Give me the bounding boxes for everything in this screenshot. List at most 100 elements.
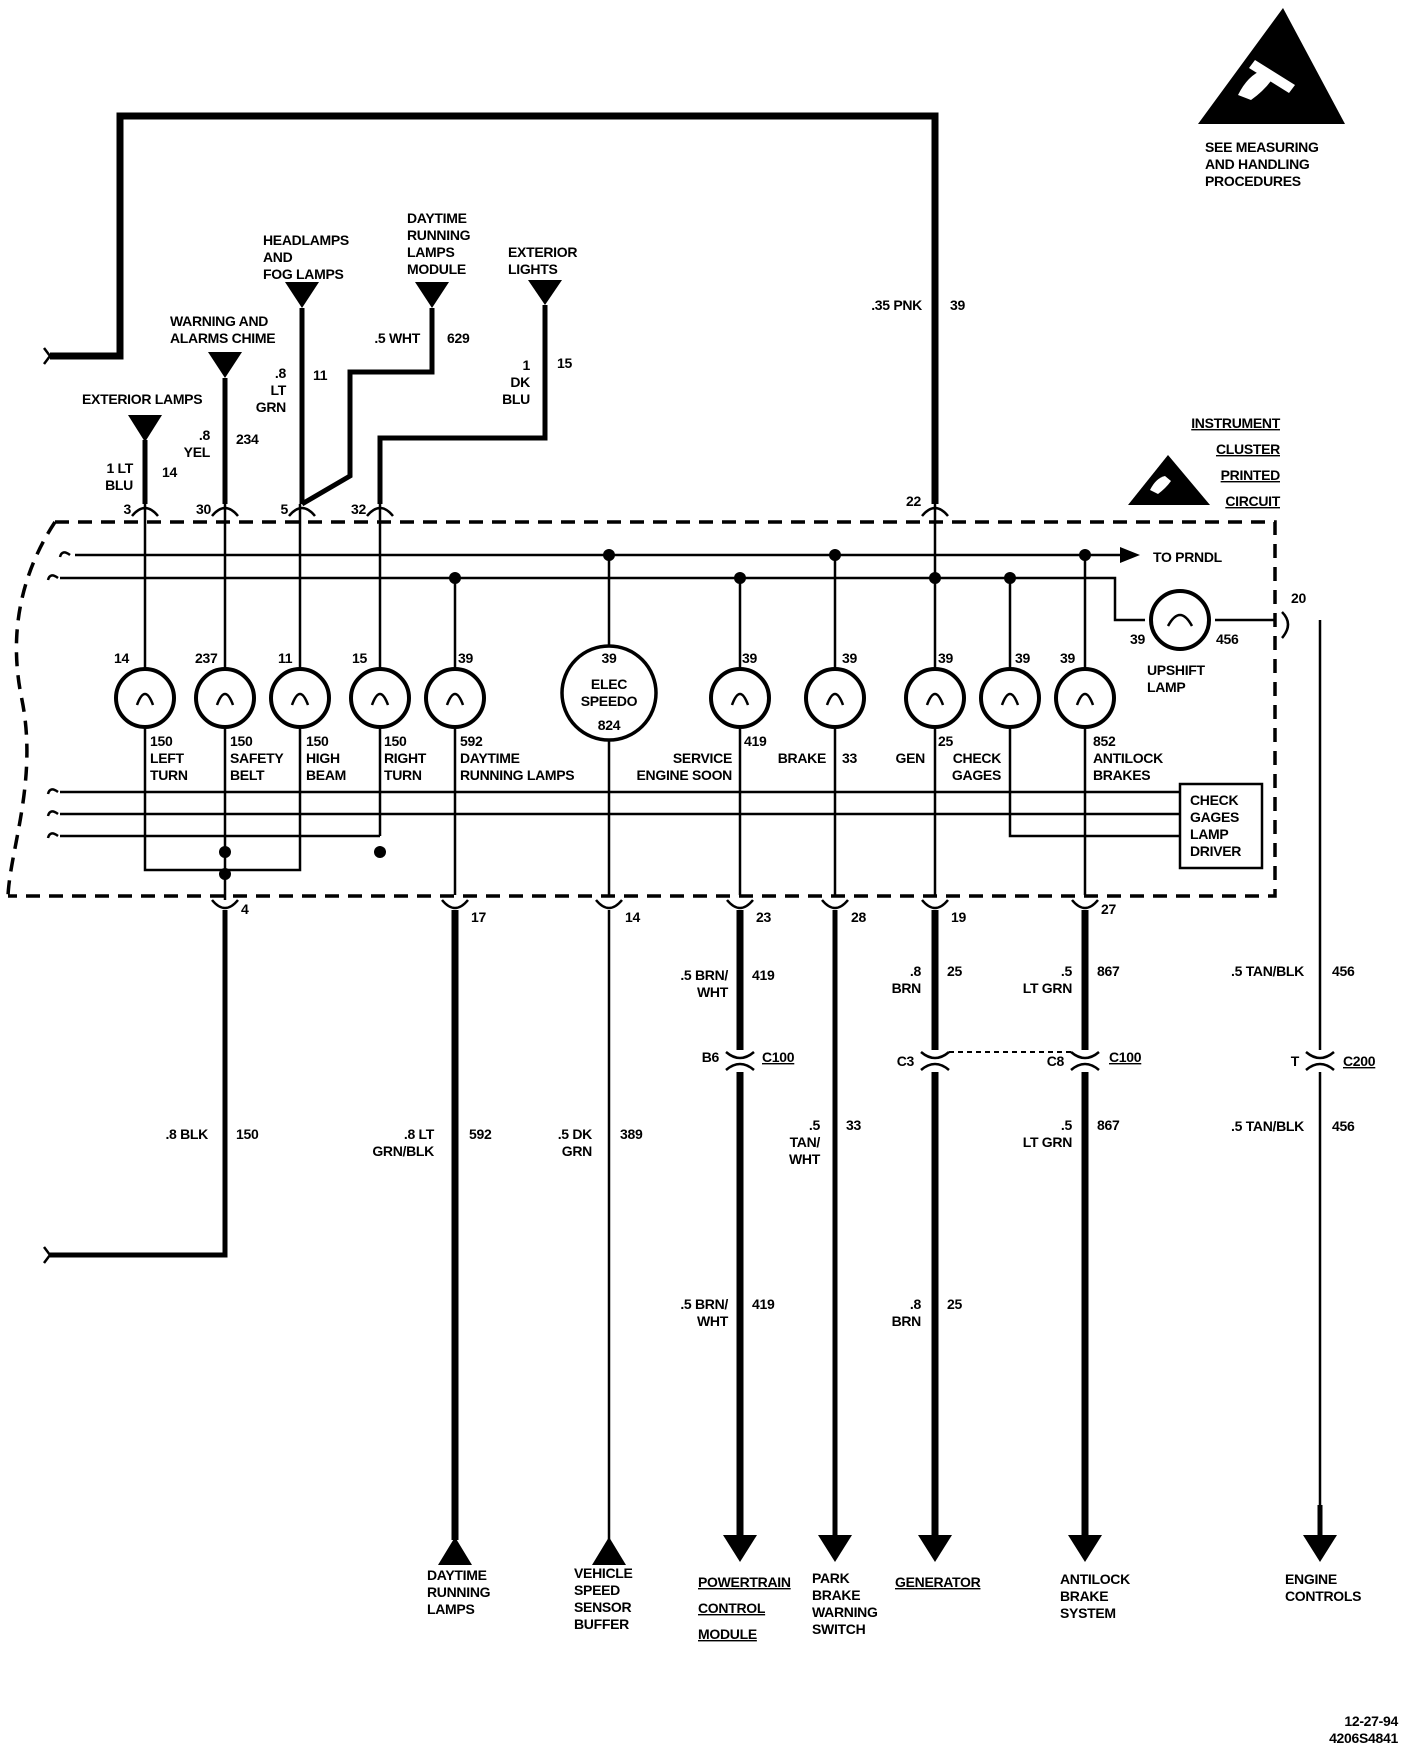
svg-text:BRN: BRN bbox=[892, 980, 922, 996]
source-headlamps-2: AND bbox=[263, 249, 293, 265]
svg-text:.5: .5 bbox=[1061, 1117, 1073, 1133]
svg-text:BLU: BLU bbox=[502, 391, 530, 407]
svg-text:C8: C8 bbox=[1047, 1053, 1065, 1069]
wire-15 bbox=[377, 305, 548, 504]
source-drl-module-2: RUNNING bbox=[407, 227, 471, 243]
svg-text:39: 39 bbox=[458, 650, 473, 666]
svg-text:14: 14 bbox=[162, 464, 177, 480]
svg-text:C100: C100 bbox=[1109, 1049, 1142, 1065]
svg-text:DAYTIME: DAYTIME bbox=[427, 1567, 487, 1583]
svg-text:39: 39 bbox=[602, 650, 617, 666]
svg-text:TAN/: TAN/ bbox=[790, 1134, 821, 1150]
svg-text:11: 11 bbox=[278, 650, 293, 666]
svg-text:PROCEDURES: PROCEDURES bbox=[1205, 173, 1301, 189]
svg-text:33: 33 bbox=[842, 750, 857, 766]
svg-text:456: 456 bbox=[1332, 1118, 1355, 1134]
svg-text:12-27-94: 12-27-94 bbox=[1344, 1713, 1398, 1729]
svg-text:SERVICE: SERVICE bbox=[673, 750, 732, 766]
svg-text:39: 39 bbox=[938, 650, 953, 666]
svg-text:BRAKE: BRAKE bbox=[812, 1587, 860, 1603]
svg-text:LT: LT bbox=[271, 382, 287, 398]
source-arrow bbox=[528, 280, 562, 305]
internal-bus bbox=[46, 547, 1275, 839]
svg-text:GRN/BLK: GRN/BLK bbox=[372, 1143, 434, 1159]
source-arrow bbox=[415, 282, 449, 308]
svg-text:ELEC: ELEC bbox=[591, 676, 627, 692]
svg-text:SEE MEASURING: SEE MEASURING bbox=[1205, 139, 1319, 155]
svg-text:.5 TAN/BLK: .5 TAN/BLK bbox=[1231, 1118, 1304, 1134]
svg-text:TURN: TURN bbox=[150, 767, 188, 783]
svg-text:150: 150 bbox=[230, 733, 253, 749]
svg-text:.8: .8 bbox=[910, 1296, 922, 1312]
svg-text:.5 TAN/BLK: .5 TAN/BLK bbox=[1231, 963, 1304, 979]
svg-text:39: 39 bbox=[1015, 650, 1030, 666]
junction-dots bbox=[219, 549, 1091, 880]
svg-text:.35 PNK: .35 PNK bbox=[871, 297, 922, 313]
svg-text:22: 22 bbox=[906, 493, 921, 509]
source-arrow bbox=[285, 282, 319, 308]
svg-text:15: 15 bbox=[557, 355, 572, 371]
svg-text:C3: C3 bbox=[897, 1053, 915, 1069]
svg-text:CHECK: CHECK bbox=[1190, 792, 1238, 808]
svg-text:4206S4841: 4206S4841 bbox=[1329, 1730, 1398, 1746]
svg-text:629: 629 bbox=[447, 330, 470, 346]
svg-text:CONTROL: CONTROL bbox=[698, 1600, 766, 1616]
upshift-in: 39 bbox=[1130, 631, 1145, 647]
svg-text:3: 3 bbox=[124, 501, 132, 517]
svg-text:LAMP: LAMP bbox=[1190, 826, 1228, 842]
svg-text:150: 150 bbox=[236, 1126, 259, 1142]
source-headlamps: HEADLAMPS bbox=[263, 232, 349, 248]
svg-text:GEN: GEN bbox=[896, 750, 926, 766]
svg-text:BRAKES: BRAKES bbox=[1093, 767, 1150, 783]
dest-arrow bbox=[1068, 1535, 1102, 1562]
module-title: INSTRUMENT CLUSTER PRINTED CIRCUIT bbox=[1191, 415, 1281, 509]
svg-text:14: 14 bbox=[114, 650, 129, 666]
lamp-bulbs bbox=[114, 589, 1211, 742]
source-drl-module-3: LAMPS bbox=[407, 244, 455, 260]
bottom-pin-numbers: 4 17 14 23 28 19 27 bbox=[241, 901, 1117, 925]
svg-text:20: 20 bbox=[1291, 590, 1306, 606]
svg-text:852: 852 bbox=[1093, 733, 1116, 749]
svg-text:BUFFER: BUFFER bbox=[574, 1616, 629, 1632]
svg-text:4: 4 bbox=[241, 901, 249, 917]
svg-text:27: 27 bbox=[1101, 901, 1116, 917]
svg-text:SPEEDO: SPEEDO bbox=[581, 693, 638, 709]
svg-text:GRN: GRN bbox=[256, 399, 286, 415]
svg-text:ANTILOCK: ANTILOCK bbox=[1060, 1571, 1130, 1587]
svg-text:14: 14 bbox=[625, 909, 640, 925]
svg-text:WARNING: WARNING bbox=[812, 1604, 878, 1620]
svg-text:23: 23 bbox=[756, 909, 771, 925]
svg-text:BRN: BRN bbox=[892, 1313, 922, 1329]
svg-text:RUNNING LAMPS: RUNNING LAMPS bbox=[460, 767, 574, 783]
svg-text:RUNNING: RUNNING bbox=[427, 1584, 491, 1600]
svg-text:BRAKE: BRAKE bbox=[778, 750, 826, 766]
svg-text:INSTRUMENT: INSTRUMENT bbox=[1191, 415, 1281, 431]
break-mark bbox=[43, 1246, 51, 1264]
svg-text:LEFT: LEFT bbox=[150, 750, 185, 766]
svg-text:32: 32 bbox=[351, 501, 366, 517]
dest-arrow bbox=[1303, 1535, 1337, 1562]
lamp-filaments bbox=[135, 613, 1194, 706]
source-headlamps-3: FOG LAMPS bbox=[263, 266, 344, 282]
svg-text:15: 15 bbox=[352, 650, 367, 666]
svg-text:RIGHT: RIGHT bbox=[384, 750, 427, 766]
svg-text:25: 25 bbox=[947, 1296, 962, 1312]
svg-text:BEAM: BEAM bbox=[306, 767, 346, 783]
svg-text:.5 BRN/: .5 BRN/ bbox=[680, 967, 728, 983]
svg-text:BLU: BLU bbox=[105, 477, 133, 493]
upshift-lamp-label: UPSHIFT bbox=[1147, 662, 1206, 678]
svg-text:ANTILOCK: ANTILOCK bbox=[1093, 750, 1163, 766]
source-warning-chime: WARNING AND bbox=[170, 313, 268, 329]
source-exterior-lights-2: LIGHTS bbox=[508, 261, 558, 277]
svg-text:POWERTRAIN: POWERTRAIN bbox=[698, 1574, 791, 1590]
svg-text:CLUSTER: CLUSTER bbox=[1216, 441, 1280, 457]
wire-150 bbox=[50, 910, 228, 1258]
svg-text:1: 1 bbox=[523, 357, 531, 373]
source-exterior-lamps: EXTERIOR LAMPS bbox=[82, 391, 202, 407]
speedometer-labels: 39 ELEC SPEEDO 824 bbox=[581, 650, 638, 733]
svg-text:PARK: PARK bbox=[812, 1570, 850, 1586]
svg-text:HIGH: HIGH bbox=[306, 750, 340, 766]
svg-text:824: 824 bbox=[598, 717, 621, 733]
svg-text:CHECK: CHECK bbox=[953, 750, 1001, 766]
